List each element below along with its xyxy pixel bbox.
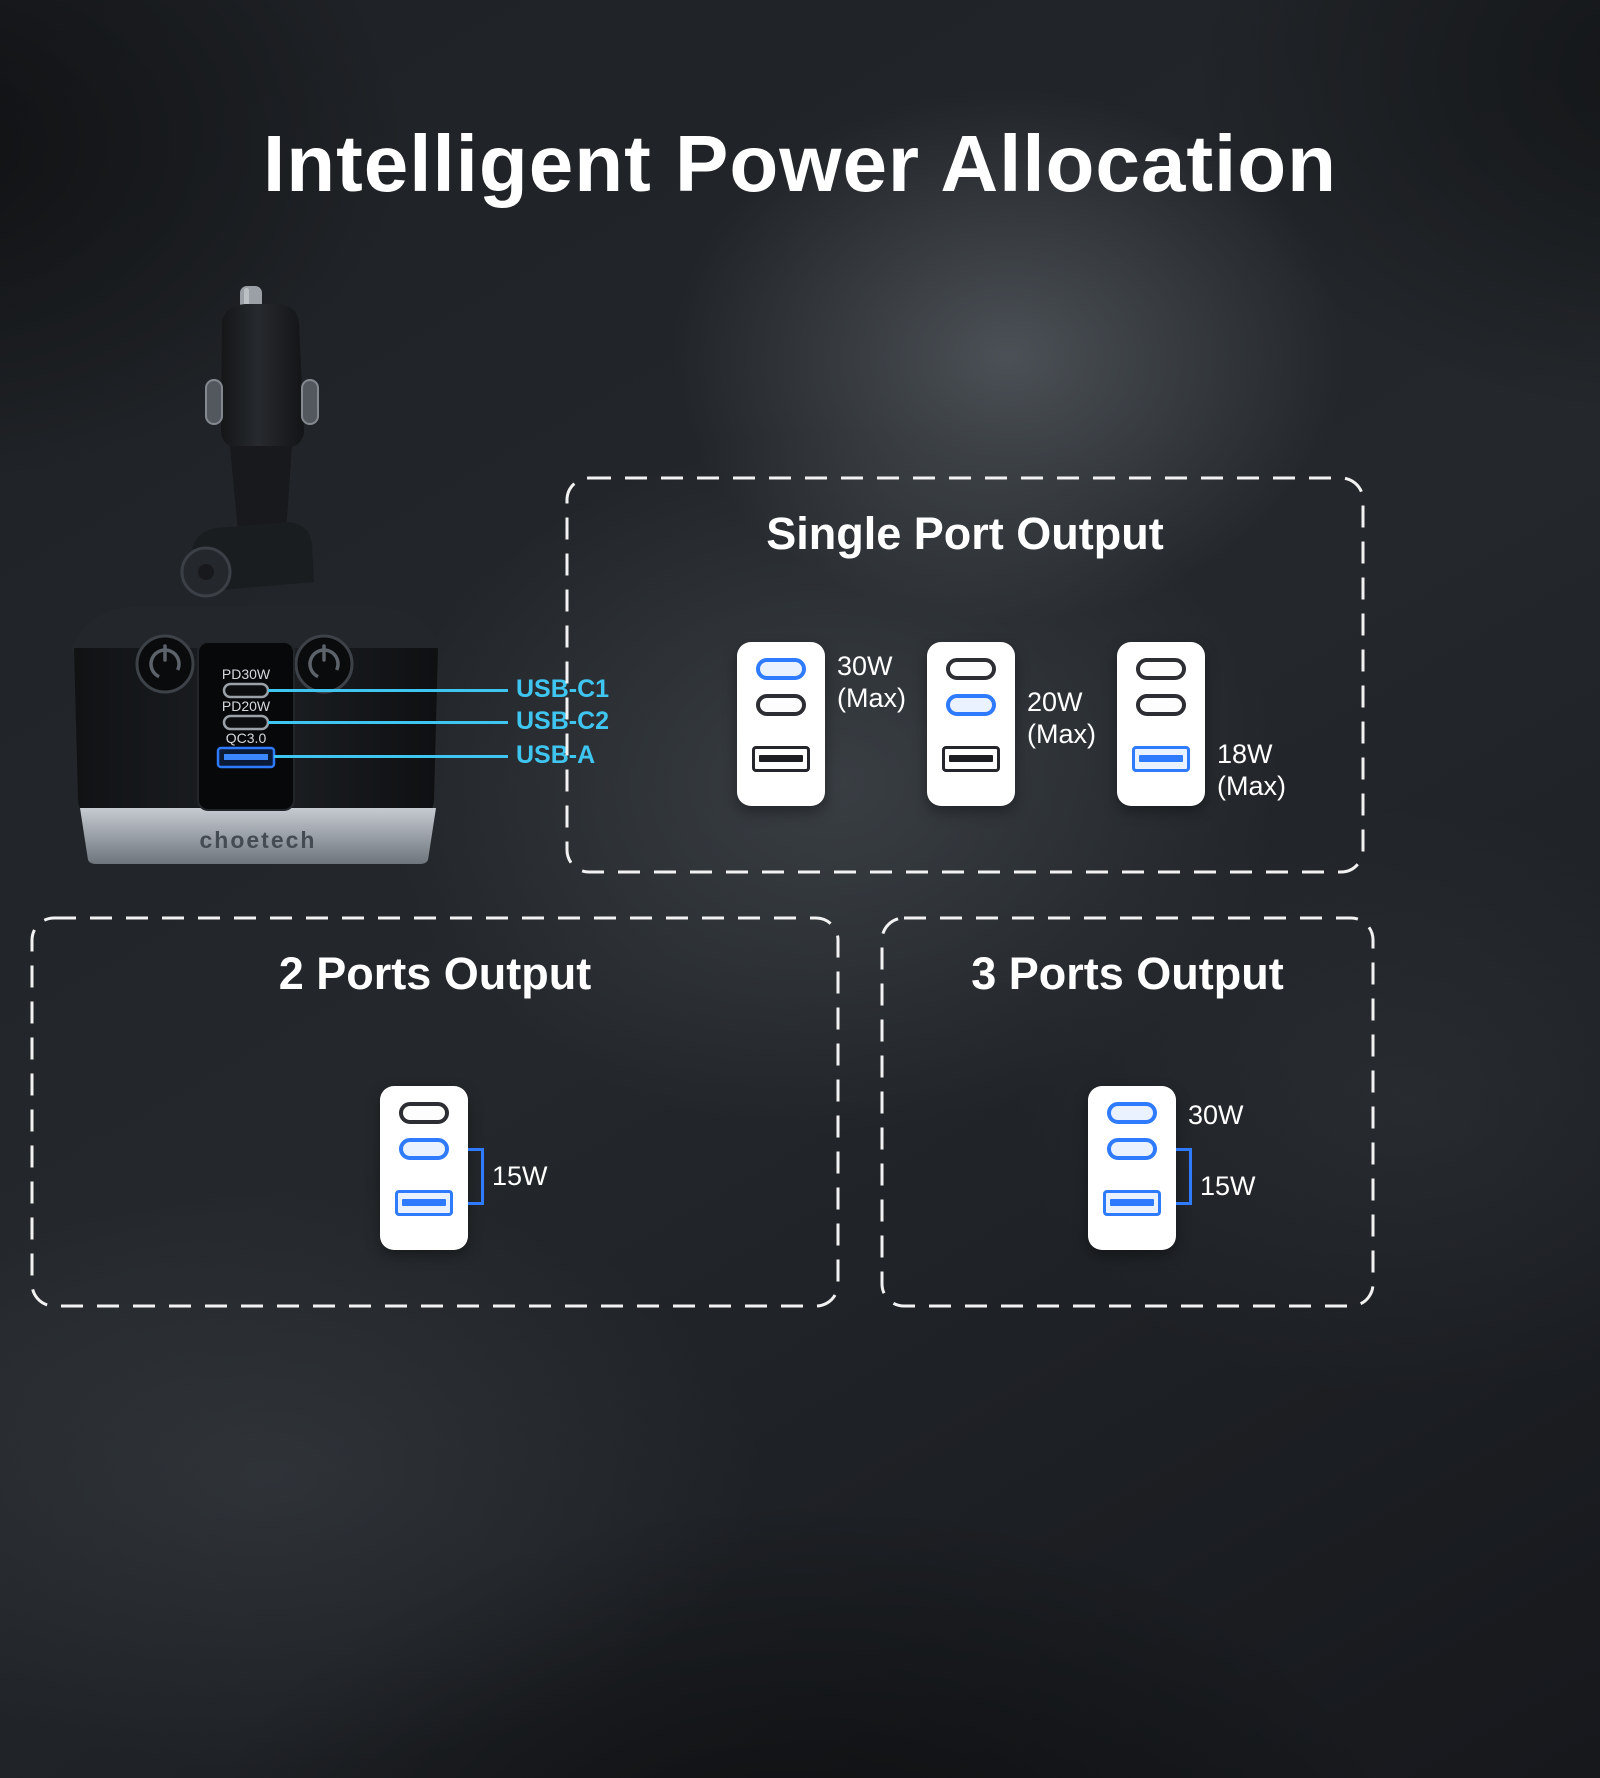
- port-label-pd30w: PD30W: [222, 666, 271, 682]
- hinge-screw: [198, 564, 214, 580]
- plug-contact-left: [205, 379, 223, 425]
- callout-label-usb-c1: USB-C1: [516, 675, 610, 703]
- bracket-line: [481, 1148, 484, 1205]
- usb-a-port: [752, 746, 810, 772]
- callout-line-usb-a: [274, 755, 508, 758]
- three-ports-output-title: 3 Ports Output: [971, 948, 1284, 999]
- power-button-left: [135, 634, 195, 694]
- watt-value: 18W: [1217, 739, 1273, 769]
- bracket-bottom-stub: [1176, 1202, 1192, 1205]
- watt-label: 30W (Max): [837, 650, 906, 715]
- usb-a-port: [395, 1190, 453, 1216]
- usb-c1-port: [756, 658, 806, 680]
- plug-contact-right: [301, 379, 319, 425]
- watt-max: (Max): [1217, 771, 1286, 802]
- usb-c1-port: [399, 1102, 449, 1124]
- single-port-output-section: Single Port Output 30W (Max) 20W (Max): [565, 476, 1365, 874]
- port-label-pd20w: PD20W: [222, 698, 271, 714]
- two-ports-output-title: 2 Ports Output: [278, 948, 592, 999]
- shared-watt-label: 15W: [1200, 1171, 1256, 1201]
- product-image: choetech PD30W PD20W QC3.0: [70, 286, 442, 864]
- usb-c1-port: [1107, 1102, 1157, 1124]
- usb-c1-port: [1136, 658, 1186, 680]
- power-button-right: [294, 634, 354, 694]
- port-label-qc3: QC3.0: [226, 730, 267, 746]
- watt-max: (Max): [1027, 719, 1096, 750]
- watt-label: 20W (Max): [1027, 686, 1096, 751]
- usb-c2-port: [399, 1138, 449, 1160]
- dashed-border: [30, 916, 840, 1308]
- charger-diagram-three-ports: 30W 15W: [1088, 1086, 1256, 1250]
- page-title: Intelligent Power Allocation: [262, 119, 1337, 208]
- usb-c2-port: [756, 694, 806, 716]
- plug-neck: [230, 446, 292, 532]
- bracket-bottom-stub: [468, 1202, 484, 1205]
- usb-a-port: [1132, 746, 1190, 772]
- dashed-border: [565, 476, 1365, 874]
- charger-outline: [1088, 1086, 1176, 1250]
- product-usb-c2-port: [222, 714, 270, 731]
- charger-diagram-usb-a-active: 18W (Max): [1117, 642, 1286, 806]
- charger-outline: [927, 642, 1015, 806]
- usb-a-port: [942, 746, 1000, 772]
- charger-outline: [1117, 642, 1205, 806]
- bracket-top-stub: [468, 1148, 484, 1151]
- callout-label-usb-a: USB-A: [516, 741, 596, 769]
- bracket-line: [1189, 1148, 1192, 1205]
- charger-outline: [737, 642, 825, 806]
- callout-line-usb-c2: [268, 721, 508, 724]
- two-ports-output-section: 2 Ports Output 15W: [30, 916, 840, 1308]
- charger-diagram-usb-c2-active: 20W (Max): [927, 642, 1096, 806]
- plug-body: [221, 304, 304, 448]
- usb-c2-port: [1107, 1138, 1157, 1160]
- usb-c2-port: [946, 694, 996, 716]
- usb-a-port: [1103, 1190, 1161, 1216]
- brand-logo: choetech: [200, 827, 317, 853]
- charger-diagram-two-ports: 15W: [380, 1086, 548, 1250]
- callout-label-usb-c2: USB-C2: [516, 707, 610, 735]
- bracket-top-stub: [1176, 1148, 1192, 1151]
- charger-outline: [380, 1086, 468, 1250]
- watt-value: 30W: [837, 651, 893, 681]
- watt-value: 20W: [1027, 687, 1083, 717]
- single-port-output-title: Single Port Output: [766, 508, 1164, 559]
- three-ports-output-section: 3 Ports Output 30W 15W: [880, 916, 1375, 1308]
- product-usb-c1-port: [222, 682, 270, 699]
- charger-diagram-usb-c1-active: 30W (Max): [737, 642, 906, 806]
- usb-c2-port: [1136, 694, 1186, 716]
- watt-label: 18W (Max): [1217, 738, 1286, 803]
- usb-a-pin: [224, 754, 268, 760]
- top-watt-label: 30W: [1188, 1100, 1244, 1130]
- watt-max: (Max): [837, 683, 906, 714]
- dashed-border: [880, 916, 1375, 1308]
- usb-c1-port: [946, 658, 996, 680]
- shared-watt-label: 15W: [492, 1161, 548, 1191]
- base: [80, 808, 436, 864]
- callout-line-usb-c1: [268, 689, 508, 692]
